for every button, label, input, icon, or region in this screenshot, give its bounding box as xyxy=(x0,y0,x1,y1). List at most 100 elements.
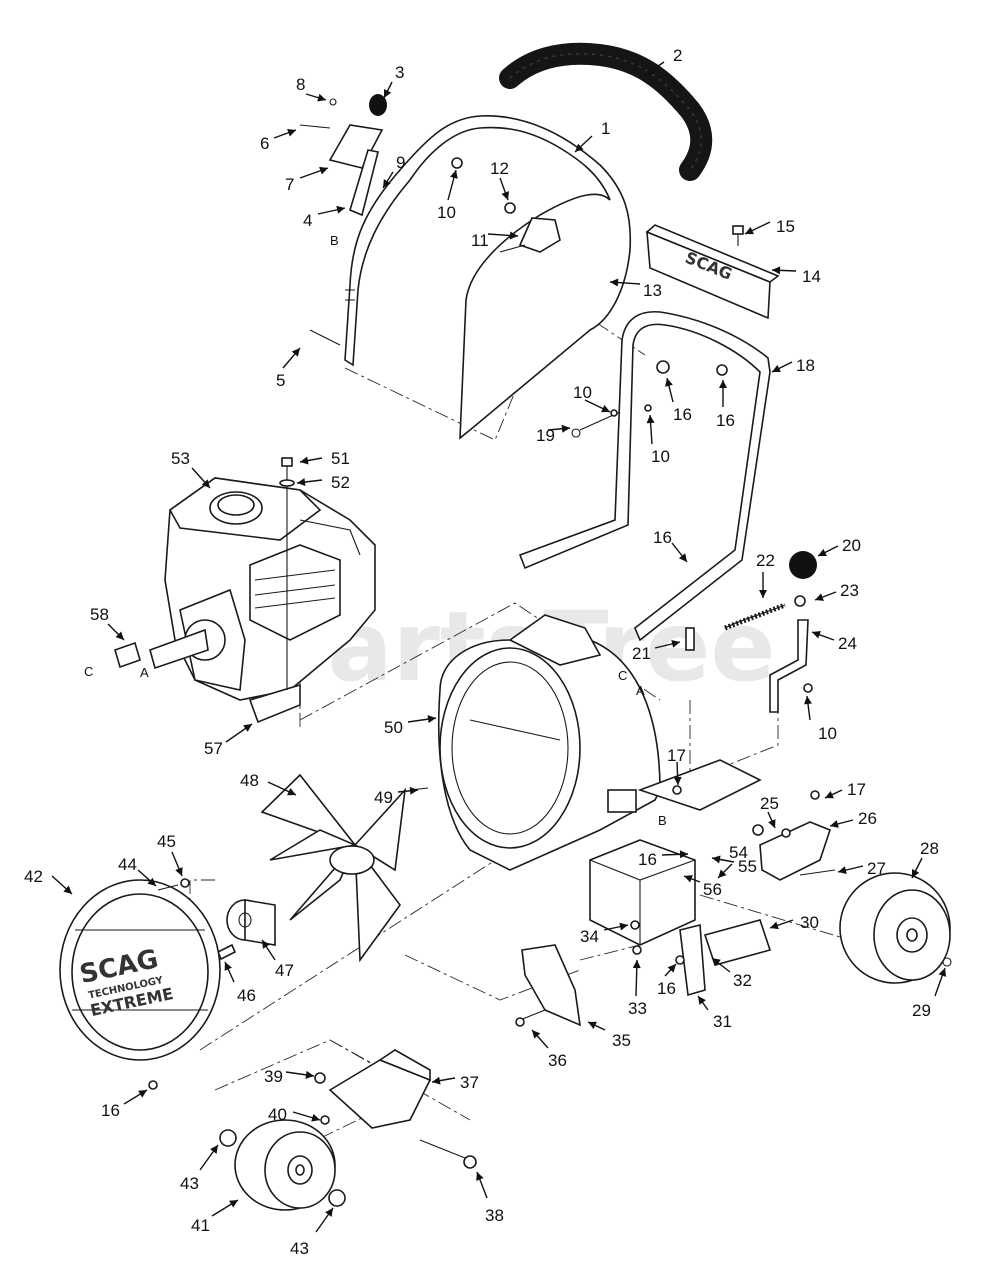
frame xyxy=(589,759,772,997)
callout-arrowhead xyxy=(718,869,727,878)
callout-label-36: 36 xyxy=(548,1051,567,1070)
callout-label-33: 33 xyxy=(628,999,647,1018)
callout-label-55: 55 xyxy=(738,857,757,876)
callout-arrowhead xyxy=(287,788,296,796)
callout-label-54: 54 xyxy=(729,843,748,862)
connector-label-b-frame: B xyxy=(658,813,667,828)
callout-arrowhead xyxy=(818,548,827,556)
callout-label-4: 4 xyxy=(303,211,312,230)
callout-label-40: 40 xyxy=(268,1105,287,1124)
callout-label-37: 37 xyxy=(460,1073,479,1092)
callout-label-17: 17 xyxy=(847,780,866,799)
callout-label-26: 26 xyxy=(858,809,877,828)
callout-arrowhead xyxy=(679,850,688,859)
callout-arrowhead xyxy=(770,921,779,930)
callout-arrowhead xyxy=(712,855,721,864)
connector-label-b-top: B xyxy=(330,233,339,248)
callout-arrowhead xyxy=(684,875,693,883)
callout-arrowhead xyxy=(601,404,610,413)
callout-arrowhead xyxy=(115,631,124,640)
callout-arrowhead xyxy=(383,179,391,188)
callout-arrowhead xyxy=(147,877,156,886)
callout-arrowhead xyxy=(673,776,682,785)
callout-label-28: 28 xyxy=(920,839,939,858)
callout-label-16: 16 xyxy=(716,411,735,430)
callout-arrowhead xyxy=(719,380,727,388)
callout-arrowhead xyxy=(509,231,518,240)
callout-label-38: 38 xyxy=(485,1206,504,1225)
callout-label-57: 57 xyxy=(204,739,223,758)
callout-label-16: 16 xyxy=(653,528,672,547)
callout-label-18: 18 xyxy=(796,356,815,375)
callout-arrowhead xyxy=(384,89,392,98)
callout-label-13: 13 xyxy=(643,281,662,300)
throttle-control xyxy=(499,202,561,253)
callout-arrowhead xyxy=(825,790,834,799)
callout-label-9: 9 xyxy=(396,153,405,172)
callout-label-10: 10 xyxy=(651,447,670,466)
callout-label-43: 43 xyxy=(290,1239,309,1258)
callout-label-16: 16 xyxy=(673,405,692,424)
callout-label-42: 42 xyxy=(24,867,43,886)
callout-label-16: 16 xyxy=(657,979,676,998)
callout-arrowhead xyxy=(201,479,210,488)
callout-arrowhead xyxy=(588,1021,597,1030)
callout-label-16: 16 xyxy=(638,850,657,869)
callout-arrowhead xyxy=(712,958,721,967)
callout-arrowhead xyxy=(325,1208,333,1217)
callout-arrowhead xyxy=(450,170,458,179)
callout-arrowhead xyxy=(667,964,676,973)
callout-arrowhead xyxy=(476,1172,484,1181)
callout-arrowhead xyxy=(262,940,270,949)
callout-arrowhead xyxy=(175,867,183,876)
callout-label-47: 47 xyxy=(275,961,294,980)
callout-arrowhead xyxy=(645,67,654,75)
callout-arrowhead xyxy=(646,415,655,424)
callout-arrowhead xyxy=(772,364,781,372)
callout-arrowhead xyxy=(610,278,619,287)
callout-label-46: 46 xyxy=(237,986,256,1005)
callout-label-21: 21 xyxy=(632,644,651,663)
callout-arrowhead xyxy=(575,143,584,152)
callout-label-32: 32 xyxy=(733,971,752,990)
hub xyxy=(216,899,276,961)
guard-plate: SCAG xyxy=(645,224,780,320)
fasteners xyxy=(148,683,820,1090)
callout-label-17: 17 xyxy=(667,746,686,765)
callout-label-52: 52 xyxy=(331,473,350,492)
upper-handle xyxy=(344,115,632,440)
inlet-cover: SCAG TECHNOLOGY EXTREME xyxy=(59,879,221,1061)
callout-label-45: 45 xyxy=(157,832,176,851)
callout-label-3: 3 xyxy=(395,63,404,82)
callout-label-58: 58 xyxy=(90,605,109,624)
callout-arrowhead xyxy=(671,639,680,648)
callout-label-44: 44 xyxy=(118,855,137,874)
engine xyxy=(149,477,376,724)
callout-arrowhead xyxy=(532,1030,541,1039)
callout-arrowhead xyxy=(561,424,570,433)
deflector xyxy=(515,944,581,1027)
callout-arrowhead xyxy=(291,348,300,357)
callout-label-2: 2 xyxy=(673,46,682,65)
callout-arrowhead xyxy=(319,166,328,175)
callout-label-27: 27 xyxy=(867,859,886,878)
callout-label-41: 41 xyxy=(191,1216,210,1235)
callout-label-16: 16 xyxy=(101,1101,120,1120)
callout-label-1: 1 xyxy=(601,119,610,138)
caster-bracket xyxy=(752,821,836,881)
callout-arrowhead xyxy=(432,1076,441,1085)
callout-arrowhead xyxy=(698,996,706,1005)
callout-arrowhead xyxy=(229,1200,238,1208)
callout-label-10: 10 xyxy=(573,383,592,402)
key xyxy=(114,641,141,669)
callout-label-10: 10 xyxy=(437,203,456,222)
fan-impeller xyxy=(260,773,407,963)
front-wheel xyxy=(219,1119,346,1211)
throttle-bracket xyxy=(299,94,387,346)
callout-arrowhead xyxy=(678,553,687,562)
callout-arrowhead xyxy=(409,786,418,795)
callout-label-22: 22 xyxy=(756,551,775,570)
axle-bracket xyxy=(314,1049,477,1169)
callout-arrowhead xyxy=(772,266,781,275)
